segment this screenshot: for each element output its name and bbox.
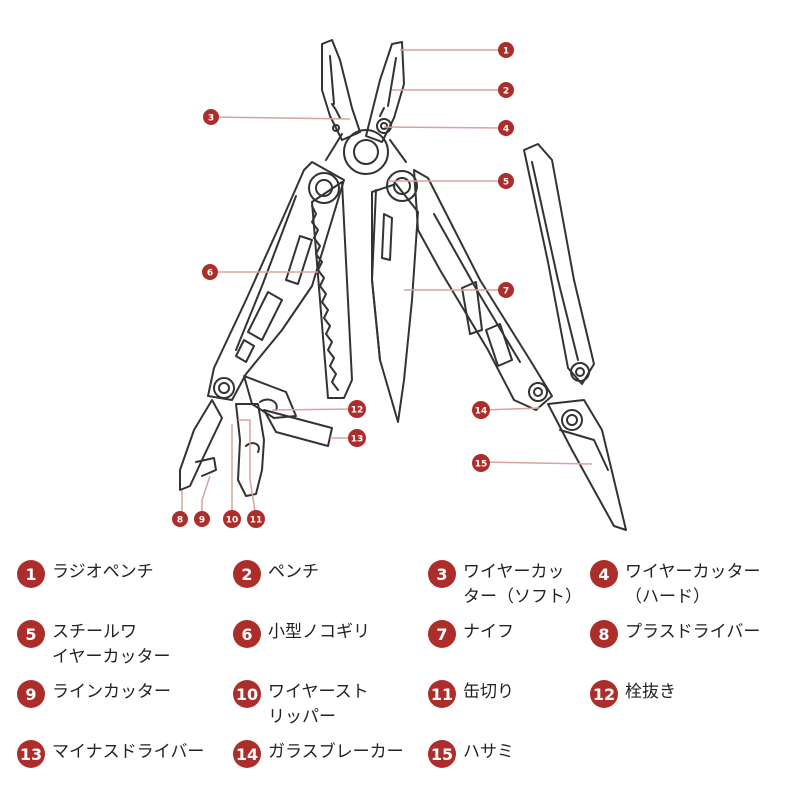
legend-number: 15	[428, 740, 456, 768]
svg-text:4: 4	[503, 125, 509, 135]
svg-text:15: 15	[475, 460, 488, 470]
svg-text:1: 1	[503, 47, 509, 57]
legend-item-3: 3 ワイヤーカッ ター（ソフト）	[428, 560, 582, 610]
legend-item-6: 6 小型ノコギリ	[233, 620, 370, 648]
legend-number: 12	[590, 680, 618, 708]
legend-number: 13	[17, 740, 45, 768]
legend-item-4: 4 ワイヤーカッター （ハード）	[590, 560, 761, 610]
legend-item-9: 9 ラインカッター	[17, 680, 171, 708]
legend-label: 栓抜き	[625, 682, 676, 702]
legend-number: 8	[590, 620, 618, 648]
svg-text:8: 8	[177, 516, 183, 526]
callout-14: 14	[472, 401, 490, 419]
legend-label: 小型ノコギリ	[268, 622, 370, 642]
legend-item-1: 1 ラジオペンチ	[17, 560, 154, 588]
legend-number: 7	[428, 620, 456, 648]
svg-text:9: 9	[199, 516, 205, 526]
callout-5: 5	[498, 173, 514, 189]
legend-label: プラスドライバー	[625, 622, 761, 642]
svg-text:12: 12	[351, 406, 364, 416]
legend-label: ペンチ	[268, 562, 319, 582]
legend-item-7: 7 ナイフ	[428, 620, 514, 648]
multitool-diagram: 1 2 3 4 5 6 7 8 9 10 11 12 13 14 15 #dia…	[172, 39, 627, 531]
callout-8: 8	[172, 511, 188, 527]
legend-number: 1	[17, 560, 45, 588]
callout-2: 2	[498, 82, 514, 98]
svg-text:5: 5	[503, 178, 509, 188]
legend-item-15: 15 ハサミ	[428, 740, 514, 768]
legend-item-12: 12 栓抜き	[590, 680, 676, 708]
legend-item-8: 8 プラスドライバー	[590, 620, 760, 648]
svg-text:10: 10	[226, 516, 239, 526]
legend-item-14: 14 ガラスブレーカー	[233, 740, 404, 768]
legend-item-13: 13 マイナスドライバー	[17, 740, 204, 768]
legend-label: ガラスブレーカー	[268, 742, 404, 762]
callout-12: 12	[348, 400, 366, 418]
svg-text:11: 11	[250, 516, 263, 526]
legend-number: 11	[428, 680, 456, 708]
legend-number: 9	[17, 680, 45, 708]
legend-label: ラインカッター	[52, 682, 171, 702]
legend-number: 4	[590, 560, 618, 588]
callout-9: 9	[194, 511, 210, 527]
legend-number: 14	[233, 740, 261, 768]
legend-label: ハサミ	[463, 742, 514, 762]
callout-6: 6	[202, 264, 218, 280]
svg-text:13: 13	[351, 435, 364, 445]
legend-number: 10	[233, 680, 261, 708]
svg-text:2: 2	[503, 87, 509, 97]
legend-label: ワイヤーカッ ター（ソフト）	[463, 562, 582, 607]
saw-blade	[311, 181, 353, 399]
svg-text:14: 14	[475, 407, 488, 417]
callout-1: 1	[498, 42, 514, 58]
callout-11: 11	[247, 510, 265, 528]
legend-label: ラジオペンチ	[52, 562, 154, 582]
left-handle	[207, 161, 345, 401]
legend-item-2: 2 ペンチ	[233, 560, 319, 588]
callout-3: 3	[203, 109, 219, 125]
callout-7: 7	[498, 282, 514, 298]
legend-number: 2	[233, 560, 261, 588]
svg-text:6: 6	[207, 269, 213, 279]
svg-text:7: 7	[503, 287, 509, 297]
scissors	[523, 143, 627, 531]
legend-label: 缶切り	[463, 682, 514, 702]
legend-number: 6	[233, 620, 261, 648]
callout-10: 10	[223, 510, 241, 528]
callout-4: 4	[498, 120, 514, 136]
legend-number: 5	[17, 620, 45, 648]
legend-label: ナイフ	[463, 622, 514, 642]
callouts: 1 2 3 4 5 6 7 8 9 10 11 12 13 14 15	[172, 42, 514, 528]
knife-blade	[371, 183, 419, 423]
svg-text:3: 3	[208, 114, 214, 124]
plier-jaws	[321, 39, 407, 175]
legend-label: スチールワ イヤーカッター	[52, 622, 171, 667]
callout-13: 13	[348, 429, 366, 447]
callout-15: 15	[472, 454, 490, 472]
legend: 1 ラジオペンチ 2 ペンチ 3 ワイヤーカッ ター（ソフト） 4 ワイヤーカッ…	[0, 548, 800, 800]
legend-label: マイナスドライバー	[52, 742, 205, 762]
legend-number: 3	[428, 560, 456, 588]
legend-item-5: 5 スチールワ イヤーカッター	[17, 620, 171, 670]
legend-label: ワイヤースト リッパー	[268, 682, 369, 727]
bottom-tools	[179, 375, 333, 497]
legend-item-11: 11 缶切り	[428, 680, 514, 708]
right-handle	[413, 169, 553, 411]
legend-item-10: 10 ワイヤースト リッパー	[233, 680, 369, 730]
legend-label: ワイヤーカッター （ハード）	[625, 562, 761, 607]
